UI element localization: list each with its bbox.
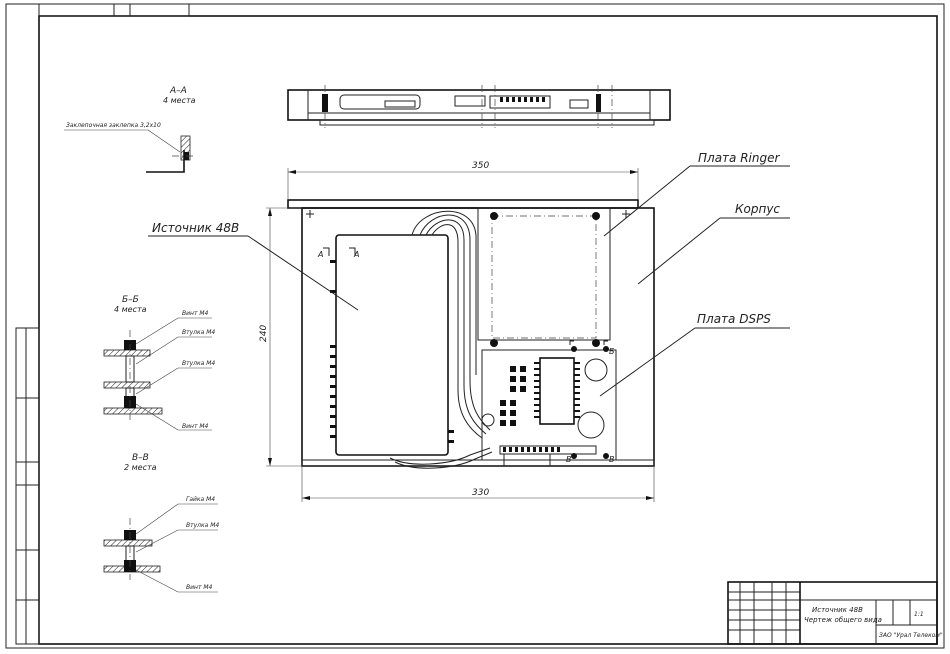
section-bb-title: Б–Б — [122, 295, 139, 305]
title-block: Источник 48В Чертеж общего вида 1:1 ЗАО … — [727, 581, 943, 645]
section-aa-part: Заклепочная заклепка 3,2х10 — [66, 122, 161, 129]
label-board-dsps: Плата DSPS — [697, 312, 771, 326]
top-view — [287, 85, 671, 128]
marker-a-right: А — [353, 250, 359, 259]
title-company: ЗАО "Урал Телеком" — [879, 632, 943, 639]
callouts: Источник 48В Плата Ringer Корпус Плата D… — [148, 151, 790, 397]
dimension-bottom-width: 330 — [472, 488, 489, 498]
sheet-frame — [5, 3, 945, 649]
section-aa-count: 4 места — [163, 96, 196, 105]
section-bb-part-screw-bottom: Винт М4 — [182, 423, 209, 430]
section-aa: А–А 4 места Заклепочная заклепка 3,2х10 — [64, 86, 196, 173]
label-board-ringer: Плата Ringer — [698, 151, 780, 165]
label-source-48v: Источник 48В — [152, 221, 239, 235]
section-vv-part-nut: Гайка М4 — [186, 496, 215, 503]
section-vv: В–В 2 места Гайка М4 Втулка М4 Винт М4 — [103, 453, 219, 593]
title-name-line2: Чертеж общего вида — [804, 616, 882, 624]
section-bb-part-screw-top: Винт М4 — [182, 310, 209, 317]
section-vv-title: В–В — [132, 453, 149, 463]
section-vv-part-bushing: Втулка М4 — [186, 522, 219, 529]
marker-b: Б — [609, 347, 615, 356]
section-bb-part-bushing-2: Втулка М4 — [182, 360, 215, 367]
title-name-line1: Источник 48В — [812, 606, 863, 614]
dimension-height: 240 — [259, 325, 269, 342]
marker-v-left: В — [566, 455, 572, 464]
label-housing: Корпус — [735, 202, 780, 216]
section-bb-part-bushing-1: Втулка М4 — [182, 329, 215, 336]
marker-v-right: В — [609, 455, 615, 464]
section-vv-count: 2 места — [124, 463, 157, 472]
title-scale: 1:1 — [914, 611, 924, 618]
section-bb: Б–Б 4 места Винт М4 Втулка М4 Втулка М4 … — [103, 295, 215, 431]
dimension-top-width: 350 — [472, 161, 489, 171]
marker-a-left: А — [317, 250, 323, 259]
section-bb-count: 4 места — [114, 305, 147, 314]
section-aa-title: А–А — [169, 86, 187, 96]
front-view: А А Б В В — [287, 199, 655, 469]
section-vv-part-screw: Винт М4 — [186, 584, 213, 591]
